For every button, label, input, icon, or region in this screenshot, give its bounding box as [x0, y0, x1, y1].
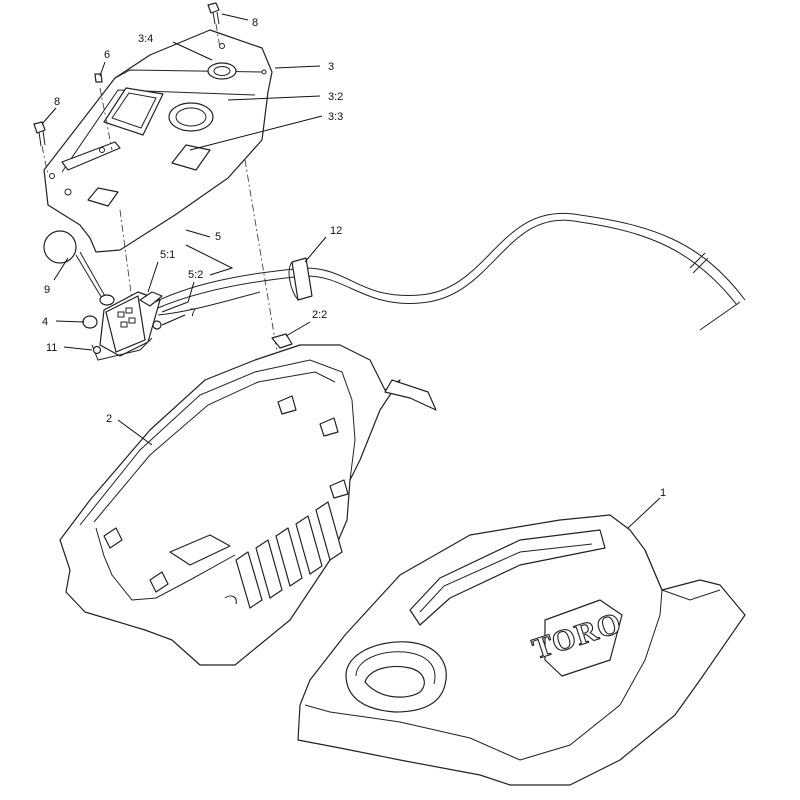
housing-shroud	[59, 344, 437, 666]
callout-3-2: 3:2	[328, 91, 343, 103]
callout-2: 2	[106, 413, 112, 425]
callouts: 8 3:4 6 3 8 3:2 3:3 5 5:1 5:2 12 9 4 7 2…	[42, 17, 666, 499]
pin-6	[94, 73, 103, 83]
callout-8-top: 8	[252, 17, 258, 29]
callout-5-2: 5:2	[188, 269, 203, 281]
top-shroud: TORO	[297, 514, 746, 786]
align-line-switch	[119, 209, 133, 301]
callout-3-3: 3:3	[328, 111, 343, 123]
align-line-bolt-left	[41, 145, 49, 176]
throttle-cable	[154, 212, 746, 331]
align-line-pin-6	[99, 87, 113, 151]
callout-6: 6	[104, 49, 110, 61]
callout-7: 7	[190, 307, 196, 319]
align-line-bolt-top	[215, 23, 221, 49]
callout-2-2: 2:2	[312, 309, 327, 321]
callout-5: 5	[215, 231, 221, 243]
knob-ball	[43, 230, 107, 301]
callout-1: 1	[660, 487, 666, 499]
switch-assembly	[82, 291, 163, 361]
leader-lines	[41, 13, 661, 529]
align-line-panel-to-housing	[244, 159, 286, 401]
control-panel-plate	[43, 29, 273, 253]
bolt-left	[33, 121, 46, 147]
callout-5-1: 5:1	[160, 249, 175, 261]
callout-4: 4	[42, 316, 48, 328]
callout-12: 12	[330, 225, 342, 237]
bolt-top	[207, 2, 220, 25]
callout-3: 3	[328, 61, 334, 73]
callout-9: 9	[44, 284, 50, 296]
callout-11: 11	[46, 342, 57, 354]
callout-8-left: 8	[54, 96, 60, 108]
clip-2-2	[271, 333, 293, 349]
callout-3-4: 3:4	[138, 33, 153, 45]
